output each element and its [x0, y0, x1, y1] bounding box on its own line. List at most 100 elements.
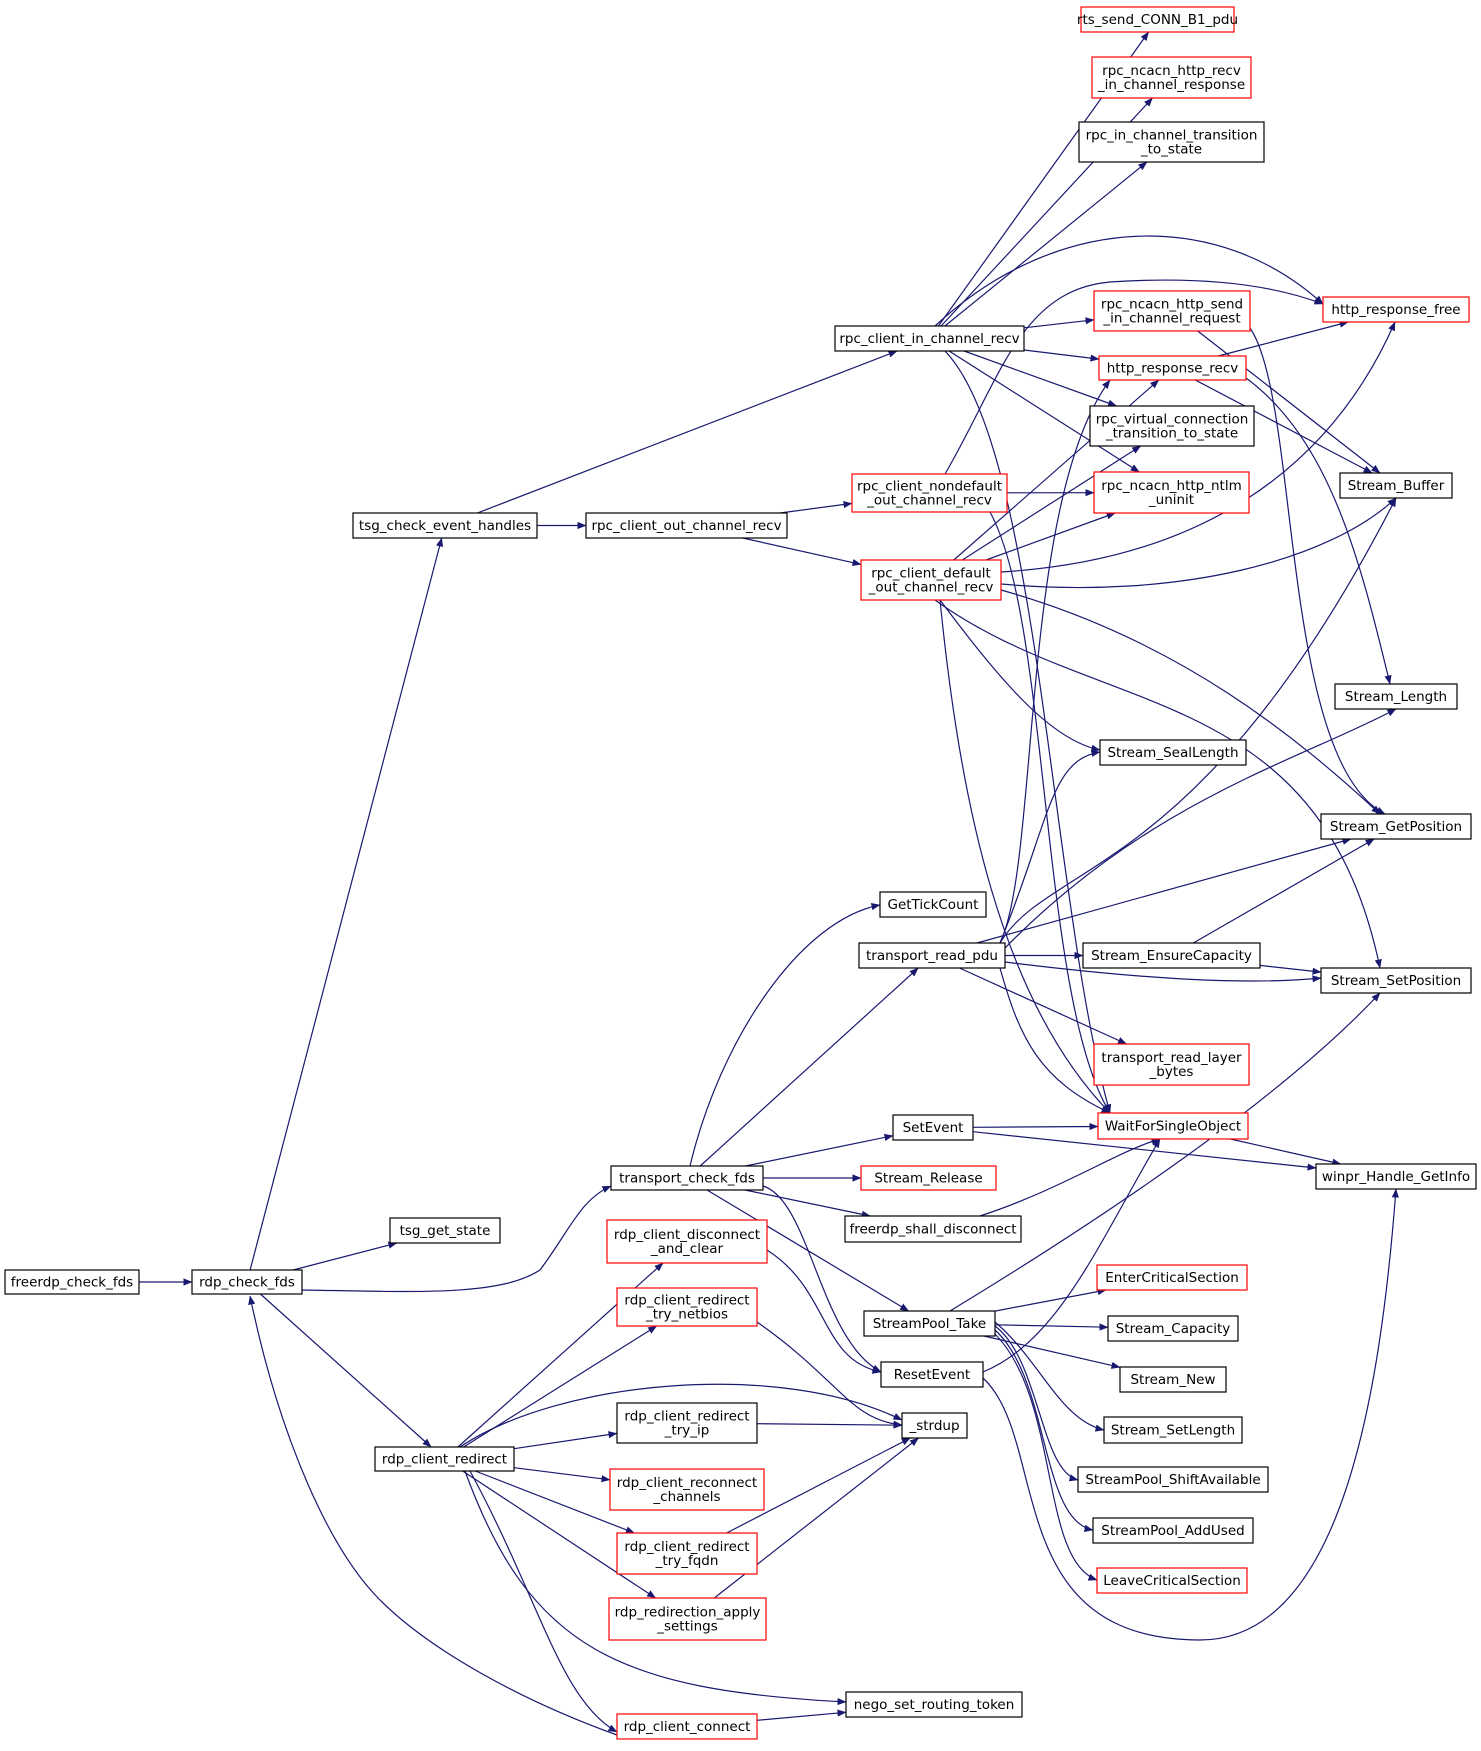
- node-freerdp_shall_disconnect[interactable]: freerdp_shall_disconnect: [844, 1215, 1022, 1243]
- node-Stream_SetPosition[interactable]: Stream_SetPosition: [1320, 967, 1472, 994]
- node-rdp_client_redirect_try_fqdn[interactable]: rdp_client_redirect_try_fqdn: [616, 1532, 758, 1575]
- node-label: _uninit: [1148, 492, 1194, 508]
- node-label: winpr_Handle_GetInfo: [1322, 1169, 1470, 1185]
- node-box: [1092, 1517, 1254, 1544]
- node-EnterCriticalSection[interactable]: EnterCriticalSection: [1096, 1264, 1248, 1291]
- node-rpc_in_channel_transition_to_state[interactable]: rpc_in_channel_transition_to_state: [1078, 121, 1265, 163]
- node-box: [1097, 1112, 1249, 1140]
- edge-ResetEvent-to-WaitForSingleObject: [982, 1138, 1161, 1373]
- node-box: [1093, 471, 1250, 514]
- node-tsg_check_event_handles[interactable]: tsg_check_event_handles: [352, 512, 538, 539]
- node-nego_set_routing_token[interactable]: nego_set_routing_token: [845, 1691, 1023, 1718]
- node-transport_read_pdu[interactable]: transport_read_pdu: [858, 942, 1006, 969]
- node-rpc_ncacn_http_ntlm_uninit[interactable]: rpc_ncacn_http_ntlm_uninit: [1093, 471, 1250, 514]
- node-box: [609, 1468, 765, 1511]
- node-rdp_client_reconnect_channels[interactable]: rdp_client_reconnect_channels: [609, 1468, 765, 1511]
- node-label: rpc_virtual_connection: [1096, 412, 1249, 428]
- node-transport_read_layer_bytes[interactable]: transport_read_layer_bytes: [1093, 1043, 1250, 1086]
- node-Stream_New[interactable]: Stream_New: [1119, 1366, 1227, 1393]
- edge-rdp_check_fds-to-tsg_get_state: [292, 1241, 398, 1271]
- edge-rpc_client_default_out_channel_recv-to-rpc_virtual_connection_transition_to_state: [961, 445, 1142, 561]
- node-label: rpc_client_out_channel_recv: [591, 518, 781, 534]
- node-Stream_Capacity[interactable]: Stream_Capacity: [1107, 1315, 1239, 1342]
- edge-rdp_client_redirect-to-rdp_client_connect: [469, 1470, 618, 1733]
- node-rdp_client_disconnect_and_clear[interactable]: rdp_client_disconnect_and_clear: [606, 1219, 768, 1264]
- node-box: [606, 1219, 768, 1264]
- node-rdp_redirection_apply_settings[interactable]: rdp_redirection_apply_settings: [608, 1597, 767, 1641]
- node-rts_send_CONN_B1_pdu[interactable]: rts_send_CONN_B1_pdu: [1077, 6, 1238, 33]
- node-winpr_Handle_GetInfo[interactable]: winpr_Handle_GetInfo: [1315, 1163, 1477, 1190]
- edge-rpc_client_nondefault_out_channel_recv-to-http_response_free: [944, 279, 1324, 475]
- edge-rpc_client_in_channel_recv-to-rpc_ncacn_http_ntlm_uninit: [948, 350, 1140, 473]
- node-label: _try_netbios: [645, 1307, 728, 1323]
- node-WaitForSingleObject[interactable]: WaitForSingleObject: [1097, 1112, 1249, 1140]
- edge-transport_read_pdu-to-Stream_Buffer: [999, 497, 1397, 944]
- node-rpc_virtual_connection_transition_to_state[interactable]: rpc_virtual_connection_transition_to_sta…: [1089, 405, 1255, 447]
- node-label: StreamPool_Take: [873, 1316, 986, 1332]
- node-http_response_recv[interactable]: http_response_recv: [1098, 355, 1247, 381]
- edge-transport_check_fds-to-ResetEvent: [762, 1185, 882, 1373]
- node-box: [616, 1287, 758, 1327]
- node-label: _and_clear: [650, 1241, 724, 1257]
- node-rpc_client_in_channel_recv[interactable]: rpc_client_in_channel_recv: [834, 325, 1025, 352]
- node-StreamPool_AddUsed[interactable]: StreamPool_AddUsed: [1092, 1517, 1254, 1544]
- node-box: [1091, 56, 1252, 99]
- node-label: _bytes: [1149, 1064, 1194, 1080]
- node-Stream_SetLength[interactable]: Stream_SetLength: [1103, 1416, 1243, 1444]
- node-label: _settings: [656, 1619, 718, 1635]
- node-label: Stream_SetLength: [1111, 1423, 1235, 1439]
- node-StreamPool_Take[interactable]: StreamPool_Take: [863, 1310, 996, 1337]
- node-rpc_client_out_channel_recv[interactable]: rpc_client_out_channel_recv: [585, 512, 788, 539]
- node-Stream_Release[interactable]: Stream_Release: [860, 1165, 997, 1191]
- node-rpc_client_nondefault_out_channel_recv[interactable]: rpc_client_nondefault_out_channel_recv: [851, 473, 1008, 513]
- node-label: tsg_check_event_handles: [359, 518, 531, 534]
- node-transport_check_fds[interactable]: transport_check_fds: [610, 1165, 764, 1191]
- node-Stream_Length[interactable]: Stream_Length: [1334, 683, 1458, 710]
- node-rdp_client_redirect[interactable]: rdp_client_redirect: [374, 1446, 515, 1472]
- node-label: rpc_client_in_channel_recv: [839, 331, 1019, 347]
- edge-rdp_client_connect-to-nego_set_routing_token: [756, 1709, 847, 1721]
- node-box: [1093, 1043, 1250, 1086]
- node-StreamPool_ShiftAvailable[interactable]: StreamPool_ShiftAvailable: [1077, 1466, 1269, 1493]
- node-rdp_client_connect[interactable]: rdp_client_connect: [616, 1713, 758, 1740]
- node-label: rdp_client_redirect: [624, 1409, 749, 1425]
- node-rpc_client_default_out_channel_recv[interactable]: rpc_client_default_out_channel_recv: [860, 559, 1002, 601]
- node-_strdup[interactable]: _strdup: [901, 1412, 968, 1439]
- node-ResetEvent[interactable]: ResetEvent: [880, 1361, 984, 1388]
- edge-Stream_EnsureCapacity-to-Stream_SetPosition: [1259, 964, 1322, 975]
- node-label: Stream_Length: [1345, 689, 1447, 705]
- node-label: _try_fqdn: [655, 1553, 719, 1569]
- node-box: [1107, 1315, 1239, 1342]
- node-label: nego_set_routing_token: [854, 1697, 1015, 1713]
- node-rdp_client_redirect_try_netbios[interactable]: rdp_client_redirect_try_netbios: [616, 1287, 758, 1327]
- node-freerdp_check_fds[interactable]: freerdp_check_fds: [4, 1269, 140, 1295]
- node-rpc_ncacn_http_send_in_channel_request[interactable]: rpc_ncacn_http_send_in_channel_request: [1093, 290, 1251, 332]
- node-box: [1096, 1264, 1248, 1291]
- node-Stream_Buffer[interactable]: Stream_Buffer: [1339, 472, 1453, 499]
- node-box: [1098, 355, 1247, 381]
- node-box: [863, 1310, 996, 1337]
- node-SetEvent[interactable]: SetEvent: [892, 1114, 974, 1141]
- node-rdp_check_fds[interactable]: rdp_check_fds: [191, 1269, 303, 1295]
- node-box: [1099, 739, 1247, 766]
- node-label: rdp_check_fds: [199, 1275, 295, 1291]
- node-Stream_SealLength[interactable]: Stream_SealLength: [1099, 739, 1247, 766]
- node-GetTickCount[interactable]: GetTickCount: [879, 891, 987, 918]
- node-label: _in_channel_request: [1102, 311, 1240, 327]
- node-label: _in_channel_response: [1097, 77, 1245, 93]
- edge-rdp_client_redirect-to-rdp_redirection_apply_settings: [462, 1470, 656, 1599]
- edge-SetEvent-to-winpr_Handle_GetInfo: [972, 1131, 1317, 1171]
- node-Stream_GetPosition[interactable]: Stream_GetPosition: [1320, 813, 1472, 840]
- node-rpc_ncacn_http_recv_in_channel_response[interactable]: rpc_ncacn_http_recv_in_channel_response: [1091, 56, 1252, 99]
- node-LeaveCriticalSection[interactable]: LeaveCriticalSection: [1096, 1567, 1248, 1594]
- edge-rpc_client_default_out_channel_recv-to-Stream_SetPosition: [934, 599, 1382, 969]
- node-label: transport_read_pdu: [866, 948, 998, 964]
- node-label: http_response_free: [1331, 302, 1460, 318]
- node-http_response_free[interactable]: http_response_free: [1322, 296, 1470, 323]
- edge-StreamPool_Take-to-StreamPool_AddUsed: [994, 1329, 1094, 1532]
- edge-rdp_client_redirect-to-nego_set_routing_token: [464, 1470, 847, 1706]
- node-rdp_client_redirect_try_ip[interactable]: rdp_client_redirect_try_ip: [616, 1402, 758, 1444]
- edge-rdp_client_redirect_try_fqdn-to-_strdup: [726, 1437, 911, 1534]
- node-Stream_EnsureCapacity[interactable]: Stream_EnsureCapacity: [1082, 942, 1261, 969]
- node-tsg_get_state[interactable]: tsg_get_state: [389, 1217, 501, 1244]
